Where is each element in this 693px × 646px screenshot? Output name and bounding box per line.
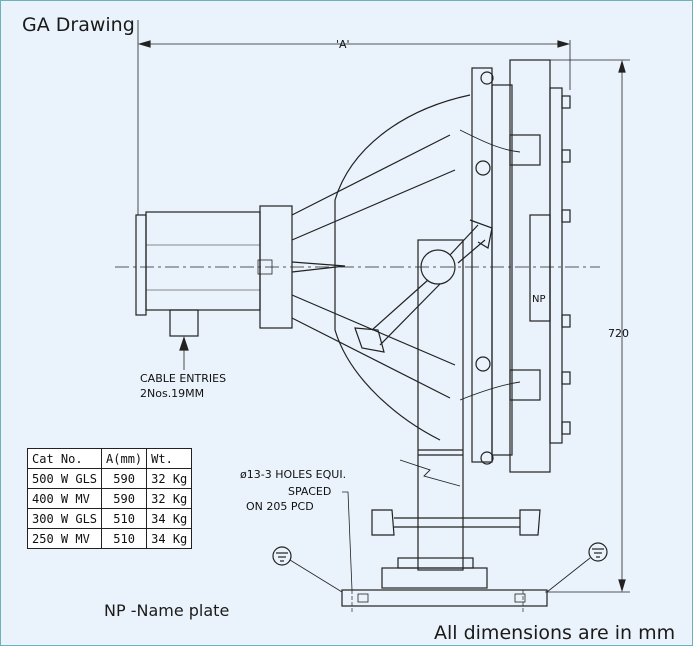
dim-a-label: 'A' <box>336 38 350 51</box>
name-plate-tag: NP <box>532 294 546 305</box>
col-header-wt: Wt. <box>146 448 193 469</box>
name-plate-note: NP -Name plate <box>104 601 230 620</box>
bracket-arm <box>354 219 493 353</box>
tilt-handle <box>371 509 541 536</box>
cell-a: 590 <box>101 468 148 489</box>
cell-cat-no: 250 W MV <box>26 528 103 549</box>
holes-leader <box>342 491 353 591</box>
dimension-height <box>545 59 630 593</box>
name-plate <box>529 214 551 322</box>
holes-label-line3: ON 205 PCD <box>246 500 314 513</box>
cell-a: 510 <box>101 528 148 549</box>
dimension-a <box>137 20 571 215</box>
earth-symbol-left <box>272 546 343 593</box>
cell-wt: 34 Kg <box>146 508 193 529</box>
lamp-struts <box>291 134 456 399</box>
cell-a: 510 <box>101 508 148 529</box>
holes-label-line1: ø13-3 HOLES EQUI. <box>240 468 346 481</box>
cell-cat-no: 500 W GLS <box>26 468 103 489</box>
cell-wt: 32 Kg <box>146 468 193 489</box>
cable-entries-size: 2Nos.19MM <box>140 387 204 400</box>
cell-cat-no: 400 W MV <box>26 488 103 509</box>
earth-symbol-right <box>546 542 608 593</box>
table-row: 300 W GLS 510 34 Kg <box>26 508 193 529</box>
dim-height-label: 720 <box>608 327 629 340</box>
table-row: 400 W MV 590 32 Kg <box>26 488 193 509</box>
drawing-title: GA Drawing <box>22 14 135 36</box>
units-note: All dimensions are in mm <box>434 622 676 644</box>
cell-a: 590 <box>101 488 148 509</box>
table-row: 500 W GLS 590 32 Kg <box>26 468 193 489</box>
stand-column <box>341 239 548 612</box>
cable-entries-label: CABLE ENTRIES <box>140 372 226 385</box>
cable-housing <box>135 205 293 337</box>
table-row: 250 W MV 510 34 Kg <box>26 528 193 549</box>
cell-cat-no: 300 W GLS <box>26 508 103 529</box>
reflector-dome <box>334 94 471 441</box>
col-header-a: A(mm) <box>101 448 148 469</box>
cell-wt: 34 Kg <box>146 528 193 549</box>
col-header-cat-no: Cat No. <box>26 448 103 469</box>
cell-wt: 32 Kg <box>146 488 193 509</box>
catalogue-table: Cat No. A(mm) Wt. 500 W GLS 590 32 Kg 40… <box>26 448 193 549</box>
table-header-row: Cat No. A(mm) Wt. <box>26 448 193 469</box>
holes-label-line2: SPACED <box>288 485 331 498</box>
front-frame <box>459 59 571 473</box>
